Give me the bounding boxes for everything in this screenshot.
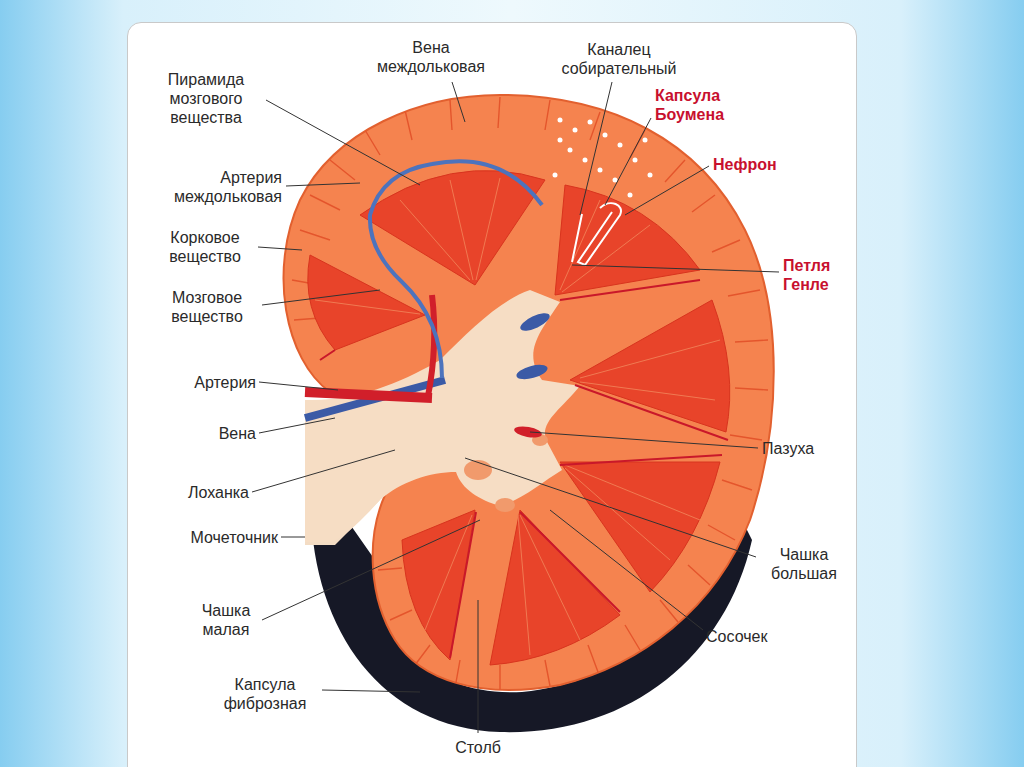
duct-label: Каналец собирательный: [552, 40, 686, 78]
vein-label: Вена: [150, 424, 256, 443]
renal-vein: [305, 380, 445, 418]
artery-label: Артерия междольковая: [150, 168, 282, 206]
bowman-label: Капсула Боумена: [655, 86, 765, 124]
renal-artery: [305, 392, 432, 398]
nephron: [572, 203, 621, 265]
interlobar-artery: [428, 295, 434, 396]
kidney-cortex: [284, 95, 774, 690]
cortex-label: Корковое вещество: [152, 228, 258, 266]
renal-sinus: [305, 290, 580, 542]
pelvis-label: Лоханка: [150, 483, 249, 502]
papilla-label: Сосочек: [706, 627, 806, 646]
artery-label: Артерия: [150, 373, 256, 392]
capsule-label: Капсула фиброзная: [208, 675, 322, 713]
column-label: Столб: [440, 738, 516, 757]
nephron-label: Нефрон: [713, 155, 813, 174]
papillae: [464, 434, 548, 512]
arcuate-vessels: [320, 280, 728, 658]
medulla-label: Мозговое вещество: [152, 288, 262, 326]
minor-calyx-label: Чашка малая: [188, 601, 264, 639]
major-calyx-label: Чашка большая: [758, 545, 850, 583]
ureter-label: Мочеточник: [150, 528, 278, 547]
interlobar-vein: [370, 161, 542, 378]
vein-label: Вена междольковая: [372, 38, 490, 76]
sinus-label: Пазуха: [762, 439, 842, 458]
cortex-striations: [292, 97, 768, 692]
henle-label: Петля Генле: [783, 256, 855, 294]
pyramid-label: Пирамида мозгового вещества: [150, 70, 262, 127]
collecting-ducts: [553, 118, 653, 198]
sinus-vessels: [513, 310, 552, 440]
leader-lines: [252, 82, 779, 733]
